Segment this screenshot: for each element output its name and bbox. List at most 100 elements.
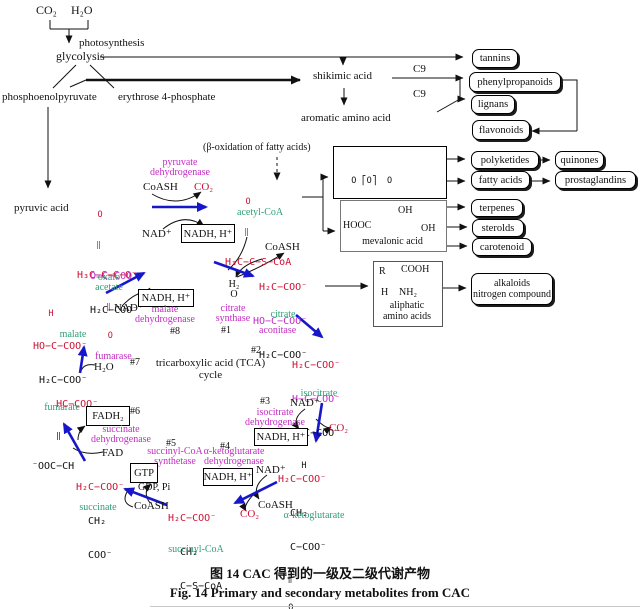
gtp-label: GTP bbox=[134, 467, 154, 479]
step7-number: #7 bbox=[130, 357, 140, 368]
nadh-isocitrate-label: NADH, H⁺ bbox=[256, 432, 306, 443]
h2o-label: H₂O bbox=[71, 3, 93, 17]
step6-number: #6 bbox=[130, 406, 140, 417]
beta-oxidation-label: (β-oxidation of fatty acids) bbox=[203, 142, 311, 153]
succinate-structure: H₂C−COO⁻ CH₂ COO⁻ bbox=[76, 482, 125, 561]
shikimic-acid-label: shikimic acid bbox=[313, 70, 372, 82]
e4p-label: erythrose 4-phosphate bbox=[118, 91, 216, 103]
sterolds-label: sterolds bbox=[481, 222, 515, 234]
terpenes-label: terpenes bbox=[479, 202, 515, 214]
nitrogen-compound-label: nitrogen compound bbox=[472, 289, 552, 300]
aliphatic-h-label: H bbox=[381, 287, 389, 298]
carotenoid-label: carotenoid bbox=[479, 241, 525, 253]
tannins-box: tannins bbox=[472, 49, 518, 68]
isocitrate-dehydrogenase-label: isocitrate dehydrogenase bbox=[245, 407, 305, 428]
tannins-label: tannins bbox=[479, 53, 511, 64]
co2-pyruvate-label: CO₂ bbox=[194, 181, 214, 193]
pyruvate-dehydrogenase-label: pyruvate dehydrogenase bbox=[150, 157, 210, 178]
aliphatic-label-2: amino acids bbox=[382, 311, 432, 322]
phenylpropanoids-box: phenylpropanoids bbox=[469, 72, 561, 92]
c9-upper-label: C9 bbox=[413, 63, 426, 75]
tca-cycle-title: tricarboxylic acid (TCA) cycle bbox=[155, 357, 266, 381]
aliphatic-label-1: aliphatic bbox=[389, 300, 425, 311]
bottom-divider bbox=[150, 606, 640, 607]
co2-isocitrate-label: CO₂ bbox=[329, 422, 349, 434]
coash-akg-label: CoASH bbox=[258, 499, 293, 511]
prostaglandins-label: prostaglandins bbox=[564, 174, 627, 186]
nadh-malate-label: NADH, H⁺ bbox=[141, 293, 191, 304]
coash-citrate-synthase-label: CoASH bbox=[265, 241, 300, 253]
step4-number: #4 bbox=[220, 441, 230, 452]
oxaloacetate-structure: O=C−COO⁻ H₂C−COO⁻ bbox=[90, 271, 139, 316]
malate-label: malate bbox=[59, 329, 87, 340]
aliphatic-amino-acids-box bbox=[373, 261, 443, 327]
step5-number: #5 bbox=[166, 438, 176, 449]
nadh-akg-box: NADH, H⁺ bbox=[203, 468, 253, 486]
pep-label: phosphoenolpyruvate bbox=[2, 91, 97, 103]
photosynthesis-label: photosynthesis bbox=[79, 37, 145, 49]
polyketides-box: polyketides bbox=[471, 151, 539, 169]
gtp-box: GTP bbox=[130, 463, 158, 483]
mevalonic-hooc-label: HOOC bbox=[343, 220, 372, 231]
quinones-box: quinones bbox=[555, 151, 604, 169]
prostaglandins-box: prostaglandins bbox=[555, 171, 636, 189]
mevalonic-oh-top-label: OH bbox=[398, 205, 413, 216]
nadh-pyruvate-label: NADH, H⁺ bbox=[183, 228, 233, 240]
quinones-label: quinones bbox=[560, 154, 599, 166]
nadh-isocitrate-box: NADH, H⁺ bbox=[254, 428, 308, 446]
citrate-synthase-label: citrate synthase bbox=[215, 303, 251, 324]
lignans-label: lignans bbox=[477, 99, 509, 110]
aliphatic-nh2-label: NH₂ bbox=[399, 287, 417, 298]
oxaloacetate-label: oxalo acetate bbox=[95, 272, 123, 293]
nad-pyruvate-label: NAD⁺ bbox=[142, 228, 172, 240]
fatty-acids-box: fatty acids bbox=[471, 171, 530, 189]
step2-number: #2 bbox=[251, 345, 261, 356]
succinyl-coa-synthetase-label: succinyl-CoA synthetase bbox=[147, 446, 203, 467]
acetyl-coa-structure: O ‖ H₃C−C−S−CoA bbox=[225, 197, 292, 269]
terpenes-box: terpenes bbox=[471, 199, 523, 217]
caption-chinese: 图 14 CAC 得到的一级及二级代谢产物 bbox=[210, 566, 430, 581]
fad-label: FAD bbox=[102, 447, 124, 459]
fadh2-label: FADH₂ bbox=[92, 410, 124, 422]
nadh-akg-label: NADH, H⁺ bbox=[203, 472, 253, 483]
step8-number: #8 bbox=[170, 326, 180, 337]
alkaloids-label: alkaloids bbox=[493, 278, 531, 289]
co2-label: CO₂ bbox=[36, 3, 57, 17]
step3-number: #3 bbox=[260, 396, 270, 407]
alpha-ketoglutarate-label: α-ketoglutarate bbox=[283, 510, 345, 521]
nad-isocitrate-label: NAD⁺ bbox=[290, 397, 320, 409]
phenylpropanoids-label: phenylpropanoids bbox=[477, 76, 553, 88]
lignans-box: lignans bbox=[471, 95, 515, 114]
succinate-label: succinate bbox=[79, 502, 117, 513]
h2o-fumarase-label: H₂O bbox=[94, 361, 114, 373]
akg-dehydrogenase-label: α-ketoglutarate dehydrogenase bbox=[203, 446, 265, 467]
carotenoid-box: carotenoid bbox=[472, 238, 532, 256]
nadh-malate-box: NADH, H⁺ bbox=[138, 289, 194, 307]
isocitrate-structure: H₂C−COO⁻ H−C−COO⁻ HO−C−COO⁻ H bbox=[286, 360, 341, 471]
fadh2-box: FADH₂ bbox=[86, 406, 130, 426]
polyketide-structure-box bbox=[333, 146, 447, 199]
mevalonic-oh-right-label: OH bbox=[421, 223, 436, 234]
isocitrate-label: isocitrate bbox=[300, 388, 338, 399]
step1-number: #1 bbox=[221, 325, 231, 336]
alkaloids-box: alkaloids nitrogen compound bbox=[471, 273, 553, 305]
aliphatic-r-label: R bbox=[379, 266, 386, 277]
fumarase-label: fumarase bbox=[95, 351, 132, 362]
aliphatic-cooh-label: COOH bbox=[401, 264, 430, 275]
mevalonic-acid-box bbox=[340, 200, 447, 252]
succinate-dehydrogenase-label: succinate dehydrogenase bbox=[91, 424, 151, 445]
glycolysis-label: glycolysis bbox=[56, 49, 105, 63]
fatty-acids-label: fatty acids bbox=[478, 174, 523, 186]
pyruvic-acid-label: pyruvic acid bbox=[14, 202, 69, 214]
coash-succinate-label: CoASH bbox=[134, 500, 169, 512]
caption-english: Fig. 14 Primary and secondary metabolite… bbox=[169, 585, 471, 600]
h2o-citrate-synthase-label: H₂ O bbox=[228, 279, 240, 300]
co2-akg-label: CO₂ bbox=[240, 508, 260, 520]
succinyl-coa-label: succinyl-CoA bbox=[168, 544, 224, 555]
coash-pyruvate-label: CoASH bbox=[143, 181, 178, 193]
flavonoids-box: flavonoids bbox=[472, 120, 530, 140]
citrate-label: citrate bbox=[270, 309, 296, 320]
fumarate-label: fumarate bbox=[44, 402, 80, 413]
nad-akg-label: NAD⁺ bbox=[256, 464, 286, 476]
